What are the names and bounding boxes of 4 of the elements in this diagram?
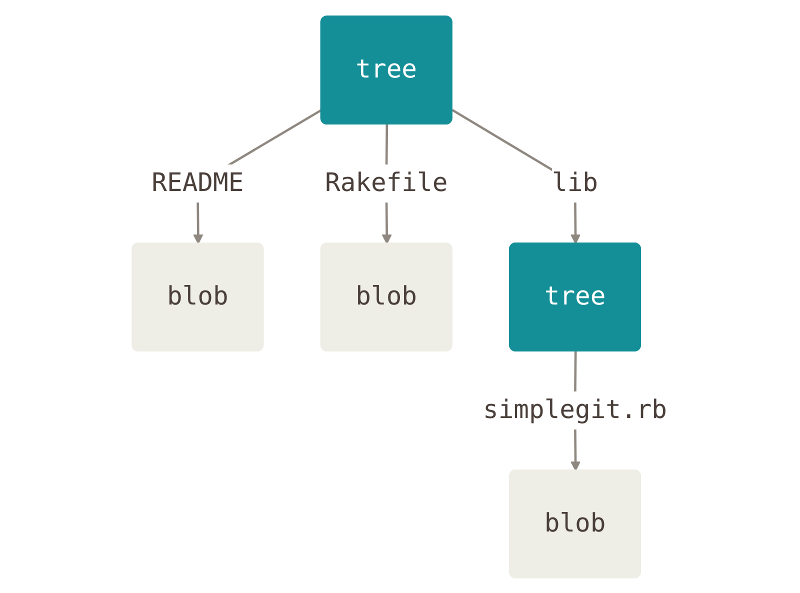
edge-label: README [152,168,244,198]
edge-label: lib [552,168,598,198]
edge-label: Rakefile [325,168,448,198]
edge-label: simplegit.rb [483,395,668,424]
